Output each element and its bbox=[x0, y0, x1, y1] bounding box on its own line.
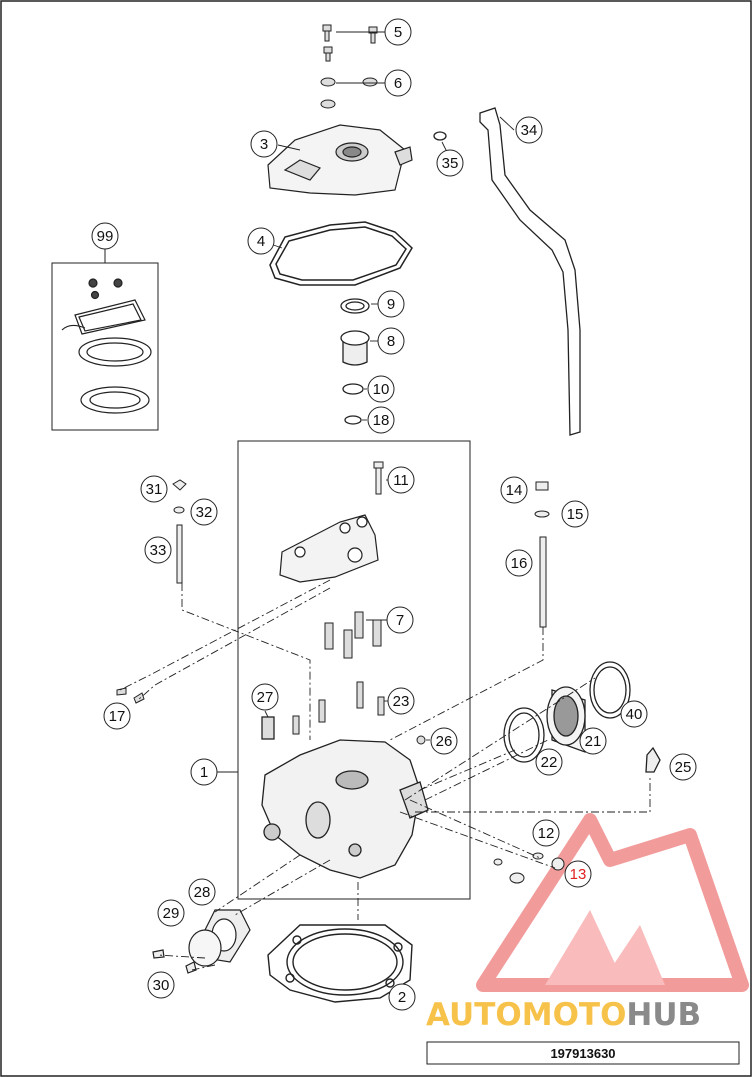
callout-2[interactable]: 2 bbox=[388, 983, 416, 1011]
spark-plug-seal-parts bbox=[340, 298, 370, 425]
callout-35-label: 35 bbox=[442, 155, 459, 172]
valve-cover-gasket bbox=[269, 221, 413, 286]
callout-26-label: 26 bbox=[436, 733, 453, 750]
callout-8-label: 8 bbox=[387, 333, 395, 350]
callout-25-label: 25 bbox=[675, 759, 692, 776]
callout-16[interactable]: 16 bbox=[505, 549, 533, 577]
watermark-logo bbox=[476, 813, 749, 992]
callout-5[interactable]: 5 bbox=[384, 18, 412, 46]
watermark-hub: HUB bbox=[626, 997, 701, 1033]
cylinder-head bbox=[261, 716, 429, 879]
callout-22[interactable]: 22 bbox=[535, 748, 563, 776]
callout-6-label: 6 bbox=[394, 75, 402, 92]
callout-17[interactable]: 17 bbox=[103, 702, 131, 730]
callout-28[interactable]: 28 bbox=[188, 878, 216, 906]
callout-15[interactable]: 15 bbox=[561, 500, 589, 528]
callout-31[interactable]: 31 bbox=[140, 475, 168, 503]
camshaft-carrier bbox=[279, 514, 379, 583]
watermark-brand: AUTOMOTOHUB bbox=[426, 997, 701, 1033]
callout-35[interactable]: 35 bbox=[436, 149, 464, 177]
callout-18-label: 18 bbox=[373, 412, 390, 429]
callout-1[interactable]: 1 bbox=[190, 758, 218, 786]
assembly-lines bbox=[119, 579, 651, 971]
callout-9-label: 9 bbox=[387, 296, 395, 313]
callout-32[interactable]: 32 bbox=[190, 498, 218, 526]
callout-layer: 5 6 3 34 35 99 4 9 8 10 18 11 31 32 33 1… bbox=[91, 18, 697, 1011]
callout-23[interactable]: 23 bbox=[387, 687, 415, 715]
callout-34[interactable]: 34 bbox=[515, 116, 543, 144]
callout-27-label: 27 bbox=[257, 689, 274, 706]
callout-8[interactable]: 8 bbox=[377, 327, 405, 355]
callout-29[interactable]: 29 bbox=[157, 899, 185, 927]
callout-27[interactable]: 27 bbox=[251, 683, 279, 711]
callout-99-label: 99 bbox=[97, 228, 114, 245]
callout-31-label: 31 bbox=[146, 481, 163, 498]
callout-40[interactable]: 40 bbox=[620, 700, 648, 728]
watermark-moto: MOTO bbox=[522, 997, 627, 1033]
callout-13-label: 13 bbox=[570, 866, 587, 883]
callout-28-label: 28 bbox=[194, 884, 211, 901]
head-fasteners bbox=[172, 461, 550, 628]
callout-21-label: 21 bbox=[585, 733, 602, 750]
callout-30-label: 30 bbox=[153, 977, 170, 994]
callout-14[interactable]: 14 bbox=[500, 476, 528, 504]
callout-26[interactable]: 26 bbox=[430, 727, 458, 755]
valve-guides bbox=[324, 611, 382, 659]
callout-13[interactable]: 13 bbox=[564, 860, 592, 888]
callout-32-label: 32 bbox=[196, 504, 213, 521]
small-studs bbox=[116, 681, 426, 745]
drawing-number-box bbox=[426, 1041, 740, 1065]
callout-15-label: 15 bbox=[567, 506, 584, 523]
callout-14-label: 14 bbox=[506, 482, 523, 499]
callout-17-label: 17 bbox=[109, 708, 126, 725]
watermark-text: AUTOMOTOHUB bbox=[426, 997, 701, 1033]
callout-2-label: 2 bbox=[398, 989, 406, 1006]
watermark-auto: AUTO bbox=[426, 997, 522, 1033]
cover-bolts bbox=[320, 24, 378, 109]
gasket-kit-parts bbox=[61, 278, 152, 414]
callout-5-label: 5 bbox=[394, 24, 402, 41]
callout-29-label: 29 bbox=[163, 905, 180, 922]
plug-washers bbox=[493, 852, 565, 884]
callout-7-label: 7 bbox=[396, 612, 404, 629]
callout-7[interactable]: 7 bbox=[386, 606, 414, 634]
callout-40-label: 40 bbox=[626, 706, 643, 723]
callout-9[interactable]: 9 bbox=[377, 290, 405, 318]
callout-33[interactable]: 33 bbox=[144, 536, 172, 564]
callout-21[interactable]: 21 bbox=[579, 727, 607, 755]
callout-11[interactable]: 11 bbox=[387, 466, 415, 494]
valve-cover bbox=[267, 124, 413, 196]
drawing-number: 197913630 bbox=[550, 1046, 615, 1061]
cylinder-head-box bbox=[237, 440, 471, 900]
callout-12[interactable]: 12 bbox=[532, 819, 560, 847]
callout-6[interactable]: 6 bbox=[384, 69, 412, 97]
callout-1-label: 1 bbox=[200, 764, 208, 781]
callout-10-label: 10 bbox=[373, 381, 390, 398]
callout-3[interactable]: 3 bbox=[250, 130, 278, 158]
intake-parts bbox=[503, 661, 661, 773]
callout-10[interactable]: 10 bbox=[367, 375, 395, 403]
callout-4[interactable]: 4 bbox=[247, 227, 275, 255]
callout-16-label: 16 bbox=[511, 555, 528, 572]
callout-23-label: 23 bbox=[393, 693, 410, 710]
callout-34-label: 34 bbox=[521, 122, 538, 139]
callout-22-label: 22 bbox=[541, 754, 558, 771]
callout-4-label: 4 bbox=[257, 233, 265, 250]
callout-25[interactable]: 25 bbox=[669, 753, 697, 781]
callout-12-label: 12 bbox=[538, 825, 555, 842]
callout-99[interactable]: 99 bbox=[91, 222, 119, 250]
callout-11-label: 11 bbox=[393, 472, 409, 489]
breather-hose bbox=[433, 107, 581, 436]
callout-33-label: 33 bbox=[150, 542, 167, 559]
gasket-kit-box bbox=[51, 262, 159, 431]
callout-30[interactable]: 30 bbox=[147, 971, 175, 999]
exhaust-flange bbox=[152, 909, 251, 974]
callout-3-label: 3 bbox=[260, 136, 268, 153]
callout-18[interactable]: 18 bbox=[367, 406, 395, 434]
